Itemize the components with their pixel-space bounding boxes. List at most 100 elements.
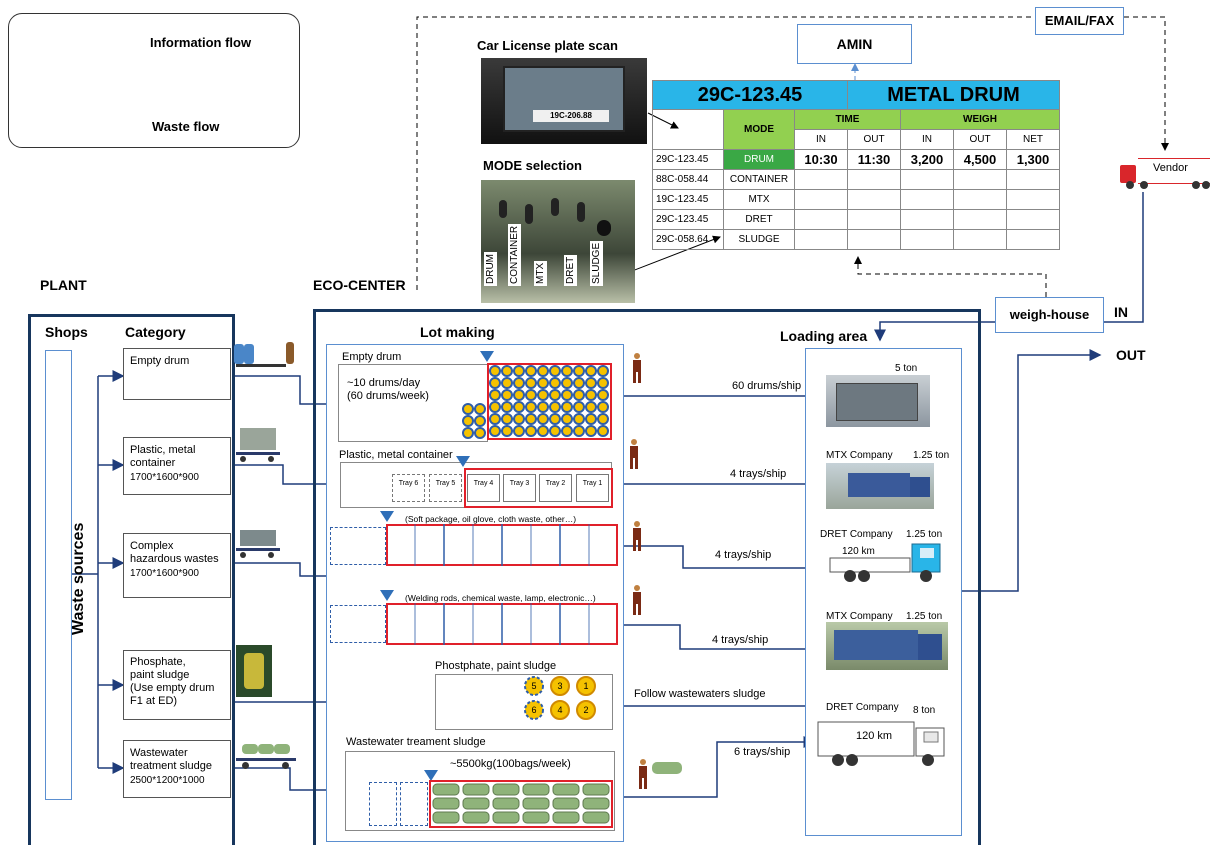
bag-grid xyxy=(429,780,613,828)
drum-icon xyxy=(513,377,525,389)
lot-making-title: Lot making xyxy=(420,324,495,340)
sub-header-weigh-net: NET xyxy=(1006,129,1060,150)
email-fax-box: EMAIL/FAX xyxy=(1035,7,1124,35)
category-label: hazardous wastes xyxy=(130,553,219,565)
drum-icon xyxy=(489,377,501,389)
tray-highlight xyxy=(464,468,613,508)
sludge-bag-trolley-icon xyxy=(236,742,296,772)
row-mode: MTX xyxy=(723,189,795,210)
bag-slot-dashed xyxy=(369,782,397,826)
sludge-bag-icon xyxy=(432,811,460,824)
drum-icon xyxy=(537,401,549,413)
drum-icon xyxy=(561,365,573,377)
truck-tonnage: 1.25 ton xyxy=(913,450,950,461)
shops-header: Shops xyxy=(45,324,88,340)
row-plate: 29C-123.45 xyxy=(652,149,724,170)
drum-icon xyxy=(489,425,501,437)
drum-icon xyxy=(561,389,573,401)
drum-icon xyxy=(549,377,561,389)
drum-icon xyxy=(462,415,474,427)
ship-rate: 6 trays/ship xyxy=(734,746,791,758)
drum-icon xyxy=(513,425,525,437)
truck-company: MTX Company xyxy=(826,450,893,461)
weigh-house-box: weigh-house xyxy=(995,297,1104,333)
soft-package-note: (Soft package, oil glove, cloth waste, o… xyxy=(405,514,577,524)
tray-2: Tray 2 xyxy=(539,474,572,502)
plant-box xyxy=(28,314,235,845)
category-label: (Use empty drum xyxy=(130,682,215,694)
loading-area-title: Loading area xyxy=(780,328,868,344)
drum-icon xyxy=(501,413,513,425)
drum-icon xyxy=(474,427,486,439)
drum-icon xyxy=(585,389,597,401)
row-mode: CONTAINER xyxy=(723,169,795,190)
ship-rate: 4 trays/ship xyxy=(730,468,787,480)
drum-icon xyxy=(501,401,513,413)
drum-icon xyxy=(585,425,597,437)
sludge-bag-icon xyxy=(582,811,610,824)
row-time-out: 11:30 xyxy=(847,149,901,170)
category-label: treatment sludge xyxy=(130,760,212,772)
scan-title: Car License plate scan xyxy=(477,38,618,53)
sludge-bags xyxy=(432,783,610,824)
drums-per-day: ~10 drums/day xyxy=(347,377,421,389)
drums-per-week: (60 drums/week) xyxy=(347,390,429,402)
category-header: Category xyxy=(125,324,186,340)
truck-tonnage: 1.25 ton xyxy=(906,611,943,622)
lot-empty-drum-label: Empty drum xyxy=(342,351,402,364)
row-mode: DRET xyxy=(723,209,795,230)
drum-icon xyxy=(561,401,573,413)
drum-icon xyxy=(561,377,573,389)
row-weigh-out: 4,500 xyxy=(953,149,1007,170)
ship-rate: 4 trays/ship xyxy=(712,634,769,646)
sludge-bag-icon xyxy=(492,811,520,824)
lot-empty-drum: Empty drum ~10 drums/day (60 drums/week) xyxy=(338,351,488,442)
mode-label-drum: DRUM xyxy=(484,252,497,286)
category-label: paint sludge xyxy=(130,669,190,681)
drum-icon xyxy=(501,389,513,401)
drum-icon xyxy=(501,365,513,377)
truck-distance: 120 km xyxy=(856,730,893,742)
mode-label-container: CONTAINER xyxy=(508,223,521,286)
waste-sources-box: Waste sources xyxy=(45,350,87,800)
sludge-bag-icon xyxy=(462,783,490,796)
hazardous-trolley-icon xyxy=(236,530,281,560)
truck-drawing-5 xyxy=(817,721,945,766)
hazard-rack-dashed xyxy=(330,527,386,565)
worker-icon xyxy=(633,521,641,551)
sludge-drum-number: 2 xyxy=(583,705,588,715)
sludge-bag-icon xyxy=(582,797,610,810)
table-row: 29C-058.64 SLUDGE xyxy=(652,229,1060,250)
eco-center-box xyxy=(313,309,981,845)
sludge-bag-icon xyxy=(462,811,490,824)
table-row: 88C-058.44 CONTAINER xyxy=(652,169,1060,190)
sludge-drum-icon xyxy=(524,676,544,696)
scan-table-type: METAL DRUM xyxy=(847,80,1060,110)
drum-icon xyxy=(597,401,609,413)
tray-5: Tray 5 xyxy=(429,474,462,502)
drum-icon xyxy=(573,401,585,413)
drum-icon xyxy=(537,413,549,425)
row-time-in: 10:30 xyxy=(794,149,848,170)
drum-icon xyxy=(585,365,597,377)
category-label: Wastewater xyxy=(130,747,188,759)
lot-marker-icon xyxy=(380,590,394,601)
category-plastic-metal: Plastic, metal container 1700*1600*900 xyxy=(123,437,231,495)
sludge-bag-icon xyxy=(462,797,490,810)
category-complex-hazardous: Complex hazardous wastes 1700*1600*900 xyxy=(123,533,231,598)
drum-icon xyxy=(462,403,474,415)
sludge-bag-icon xyxy=(552,783,580,796)
sludge-drum-photo xyxy=(236,645,272,697)
legend-waste-flow: Waste flow xyxy=(152,119,220,134)
time-header: TIME xyxy=(794,109,901,130)
tray-1: Tray 1 xyxy=(576,474,609,502)
drum-icon xyxy=(573,377,585,389)
drum-icon xyxy=(537,389,549,401)
row-weigh-in: 3,200 xyxy=(900,149,954,170)
sludge-bag-icon xyxy=(552,797,580,810)
truck-tonnage: 5 ton xyxy=(895,363,918,374)
tray-3: Tray 3 xyxy=(503,474,536,502)
drum-grid-drawing xyxy=(462,365,609,439)
row-mode: DRUM xyxy=(723,149,795,170)
sludge-bag-icon xyxy=(522,783,550,796)
